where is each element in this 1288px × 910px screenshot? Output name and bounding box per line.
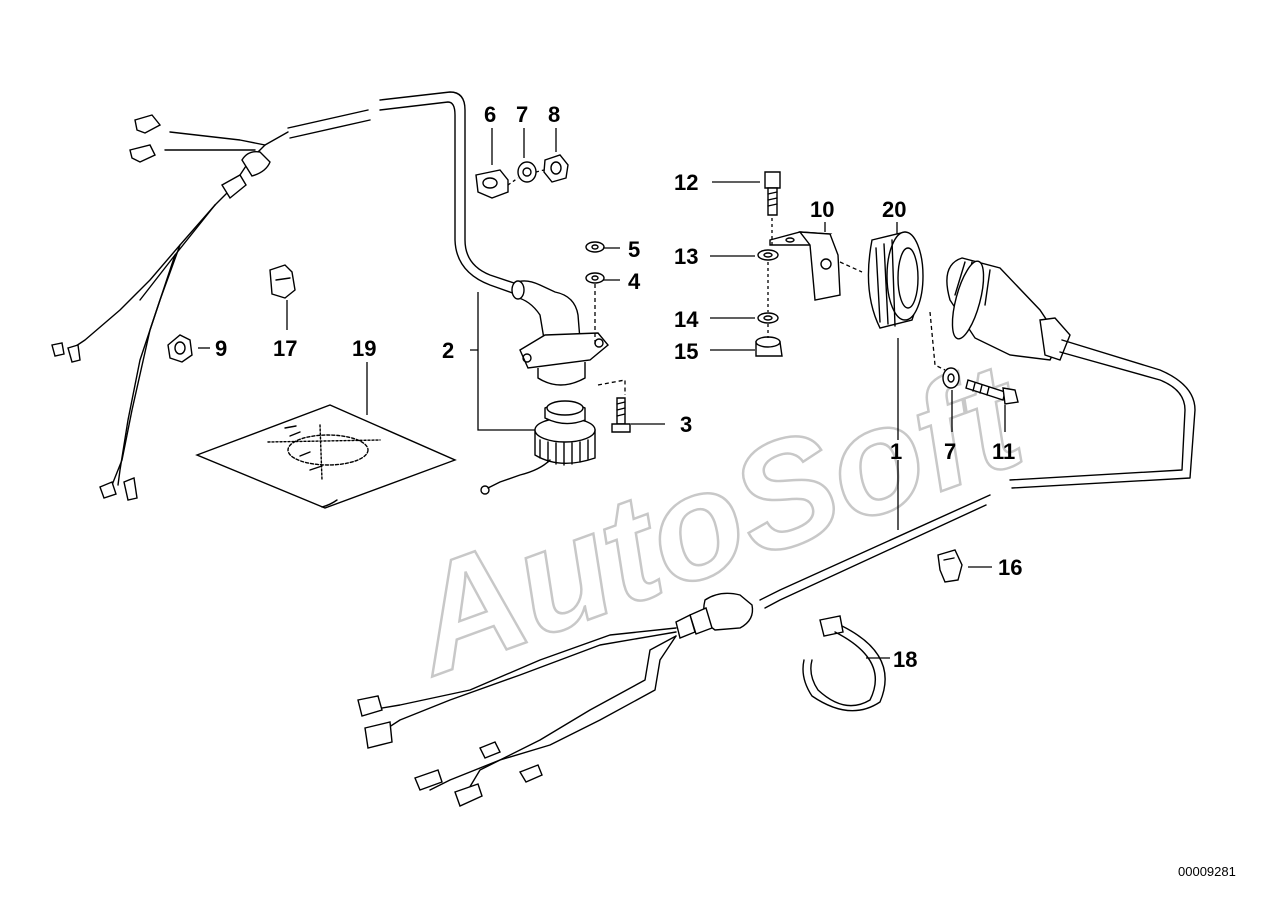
callout-9: 9 bbox=[215, 336, 227, 361]
callout-7-top: 7 bbox=[516, 102, 528, 127]
part-19-label-sheet bbox=[195, 404, 457, 509]
callout-13: 13 bbox=[674, 244, 698, 269]
callout-1: 1 bbox=[890, 439, 902, 464]
callout-12: 12 bbox=[674, 170, 698, 195]
part-13-washer bbox=[757, 249, 779, 261]
callout-5: 5 bbox=[628, 237, 640, 262]
part-14-washer bbox=[757, 312, 779, 324]
callout-7-right: 7 bbox=[944, 439, 956, 464]
part-2-upper-harness bbox=[51, 91, 609, 501]
callout-17: 17 bbox=[273, 336, 297, 361]
part-6-clip bbox=[475, 169, 509, 199]
part-20-ring bbox=[867, 231, 924, 329]
callout-15: 15 bbox=[674, 339, 698, 364]
part-4-washer bbox=[585, 272, 605, 284]
part-7-washer-top bbox=[517, 161, 537, 183]
part-18-cable-tie bbox=[802, 615, 886, 712]
callout-10: 10 bbox=[810, 197, 834, 222]
callout-20: 20 bbox=[882, 197, 906, 222]
part-12-screw bbox=[764, 171, 781, 216]
callout-3: 3 bbox=[680, 412, 692, 437]
callout-4: 4 bbox=[628, 269, 641, 294]
part-11-bolt bbox=[965, 379, 1019, 405]
part-8-nut bbox=[543, 154, 569, 183]
part-17-clip bbox=[269, 264, 296, 299]
part-10-bracket bbox=[769, 231, 841, 301]
callout-18: 18 bbox=[893, 647, 917, 672]
callout-8: 8 bbox=[548, 102, 560, 127]
part-7-washer-right bbox=[942, 367, 960, 389]
part-number: 00009281 bbox=[1178, 864, 1236, 879]
callout-19: 19 bbox=[352, 336, 376, 361]
part-1-harness bbox=[357, 257, 1196, 807]
part-5-washer bbox=[585, 241, 605, 253]
callout-11: 11 bbox=[992, 439, 1015, 464]
callout-2: 2 bbox=[442, 338, 454, 363]
callout-labels: 1 2 3 4 5 6 7 8 9 10 7 11 12 13 14 15 16… bbox=[215, 102, 1022, 672]
part-15-nut bbox=[755, 336, 783, 357]
part-9-clip bbox=[167, 334, 193, 363]
part-2-socket bbox=[480, 400, 596, 495]
leader-lines bbox=[198, 128, 1006, 659]
callout-16: 16 bbox=[998, 555, 1022, 580]
callout-14: 14 bbox=[674, 307, 699, 332]
callout-6: 6 bbox=[484, 102, 496, 127]
part-16-clip bbox=[937, 549, 963, 583]
part-3-screw bbox=[611, 397, 631, 433]
